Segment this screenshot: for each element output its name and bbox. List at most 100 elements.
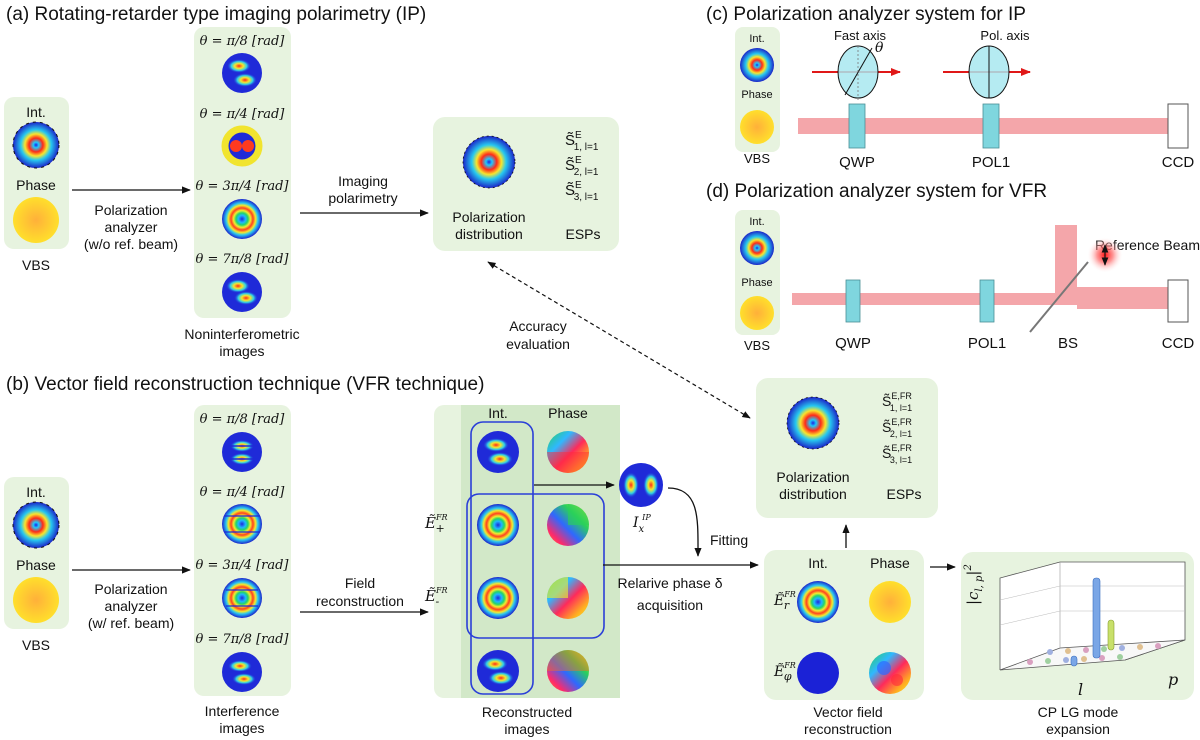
svg-text:Field: Field — [345, 575, 375, 591]
recon-int-4 — [477, 650, 519, 692]
esps-label-b: ESPs — [886, 486, 921, 502]
svg-text:VBS: VBS — [744, 338, 770, 353]
cp-lg-label: CP LG mode — [1038, 704, 1119, 720]
svg-text:expansion: expansion — [1046, 721, 1110, 737]
svg-text:θ = 3π/4 [rad]: θ = 3π/4 [rad] — [195, 179, 289, 194]
svg-text:Fast axis: Fast axis — [834, 28, 887, 43]
noninterf-images-box — [194, 27, 291, 318]
svg-text:θ = π/8 [rad]: θ = π/8 [rad] — [200, 412, 286, 427]
svg-text:polarimetry: polarimetry — [328, 190, 397, 206]
panel-d-title: (d) Polarization analyzer system for VFR — [706, 181, 1047, 202]
vfr-ephi-intensity — [797, 652, 839, 694]
recon-phase-4 — [547, 650, 589, 692]
svg-text:θ = 7π/8 [rad]: θ = 7π/8 [rad] — [195, 252, 289, 267]
svg-text:(w/ ref. beam): (w/ ref. beam) — [88, 615, 174, 631]
svg-text:images: images — [219, 343, 264, 359]
svg-text:VBS: VBS — [22, 637, 50, 653]
recon-label: Reconstructed — [482, 704, 572, 720]
noninterf-image-1 — [222, 53, 262, 93]
svg-text:distribution: distribution — [779, 486, 847, 502]
svg-text:QWP: QWP — [839, 154, 875, 171]
svg-text:Relarive phase δ: Relarive phase δ — [617, 575, 722, 591]
qwp-optic-c — [848, 103, 866, 149]
svg-text:S̃E,FR2, l=1: S̃E,FR2, l=1 — [882, 417, 912, 439]
fitting-arrow — [667, 487, 702, 557]
noninterf-image-3 — [222, 199, 262, 239]
svg-text:(w/o ref. beam): (w/o ref. beam) — [84, 236, 178, 252]
recon-phase-2 — [547, 504, 589, 546]
qwp-optic-d — [845, 279, 861, 323]
svg-text:analyzer: analyzer — [105, 598, 158, 614]
ix-ip-label: IxIP — [632, 513, 651, 535]
svg-text:θ = π/4 [rad]: θ = π/4 [rad] — [200, 107, 286, 122]
bs-optic — [1029, 261, 1089, 333]
svg-text:Polarization: Polarization — [94, 581, 167, 597]
svg-text:images: images — [504, 721, 549, 737]
vfr-er-intensity — [797, 581, 839, 623]
qwp-fast-axis-diagram: Fast axis θ — [812, 28, 901, 100]
vbs-int-label: Int. — [26, 104, 45, 120]
svg-text:images: images — [219, 720, 264, 736]
esps-label-a: ESPs — [565, 226, 600, 242]
svg-text:Phase: Phase — [741, 89, 772, 101]
recon-int-3 — [477, 577, 519, 619]
svg-text:Int.: Int. — [488, 405, 507, 421]
interf-image-3 — [222, 578, 262, 618]
svg-text:S̃E,FR1, l=1: S̃E,FR1, l=1 — [882, 391, 912, 413]
vbs-label: VBS — [22, 257, 50, 273]
svg-text:acquisition: acquisition — [637, 597, 703, 613]
svg-text:Int.: Int. — [749, 33, 764, 45]
pol1-optic-c — [982, 103, 1000, 149]
svg-text:S̃E2, l=1: S̃E2, l=1 — [565, 155, 599, 178]
reference-beam — [1055, 225, 1077, 305]
ccd-d — [1167, 279, 1189, 323]
panel-b-title: (b) Vector field reconstruction techniqu… — [6, 374, 484, 395]
svg-text:evaluation: evaluation — [506, 336, 570, 352]
recon-phase-3 — [547, 577, 589, 619]
svg-text:POL1: POL1 — [972, 154, 1010, 171]
pol-dist-image-a — [463, 136, 515, 188]
cp-lg-p-label: p — [1168, 670, 1178, 689]
recon-int-1 — [477, 431, 519, 473]
svg-text:CCD: CCD — [1162, 154, 1195, 171]
interf-label: Interference — [205, 703, 280, 719]
panel-a-title: (a) Rotating-retarder type imaging polar… — [6, 4, 426, 25]
interf-image-2 — [222, 504, 262, 544]
cp-lg-3d-plot — [999, 561, 1186, 671]
svg-text:QWP: QWP — [835, 335, 871, 352]
svg-text:reconstruction: reconstruction — [804, 721, 892, 737]
cp-lg-l-label: l — [1078, 680, 1083, 699]
svg-text:θ = 3π/4 [rad]: θ = 3π/4 [rad] — [195, 558, 289, 573]
intensity-frame — [470, 421, 534, 695]
svg-text:reconstruction: reconstruction — [316, 593, 404, 609]
vfr-label: Vector field — [813, 704, 882, 720]
svg-text:Phase: Phase — [870, 555, 910, 571]
svg-text:analyzer: analyzer — [105, 219, 158, 235]
interf-images-box — [194, 405, 291, 696]
noninterf-image-2 — [221, 125, 263, 167]
vbs-phase-image — [13, 197, 59, 243]
interf-image-4 — [222, 652, 262, 692]
svg-text:Int.: Int. — [808, 555, 827, 571]
svg-text:Int.: Int. — [26, 484, 45, 500]
svg-text:POL1: POL1 — [968, 335, 1006, 352]
svg-text:θ: θ — [875, 40, 884, 56]
pol-axis-diagram: Pol. axis — [943, 28, 1031, 99]
pol-dist-image-b — [787, 397, 839, 449]
accuracy-arrow — [487, 261, 751, 419]
svg-text:Pol. axis: Pol. axis — [980, 28, 1030, 43]
vfr-ephi-phase — [869, 652, 911, 694]
svg-text:Fitting: Fitting — [710, 532, 748, 548]
recon-int-2 — [477, 504, 519, 546]
noninterf-image-4 — [222, 272, 262, 312]
svg-text:CCD: CCD — [1162, 335, 1195, 352]
ix-ip-image — [619, 463, 663, 507]
vbs-phase-label: Phase — [16, 177, 56, 193]
svg-text:Imaging: Imaging — [338, 173, 388, 189]
svg-text:Polarization: Polarization — [94, 202, 167, 218]
